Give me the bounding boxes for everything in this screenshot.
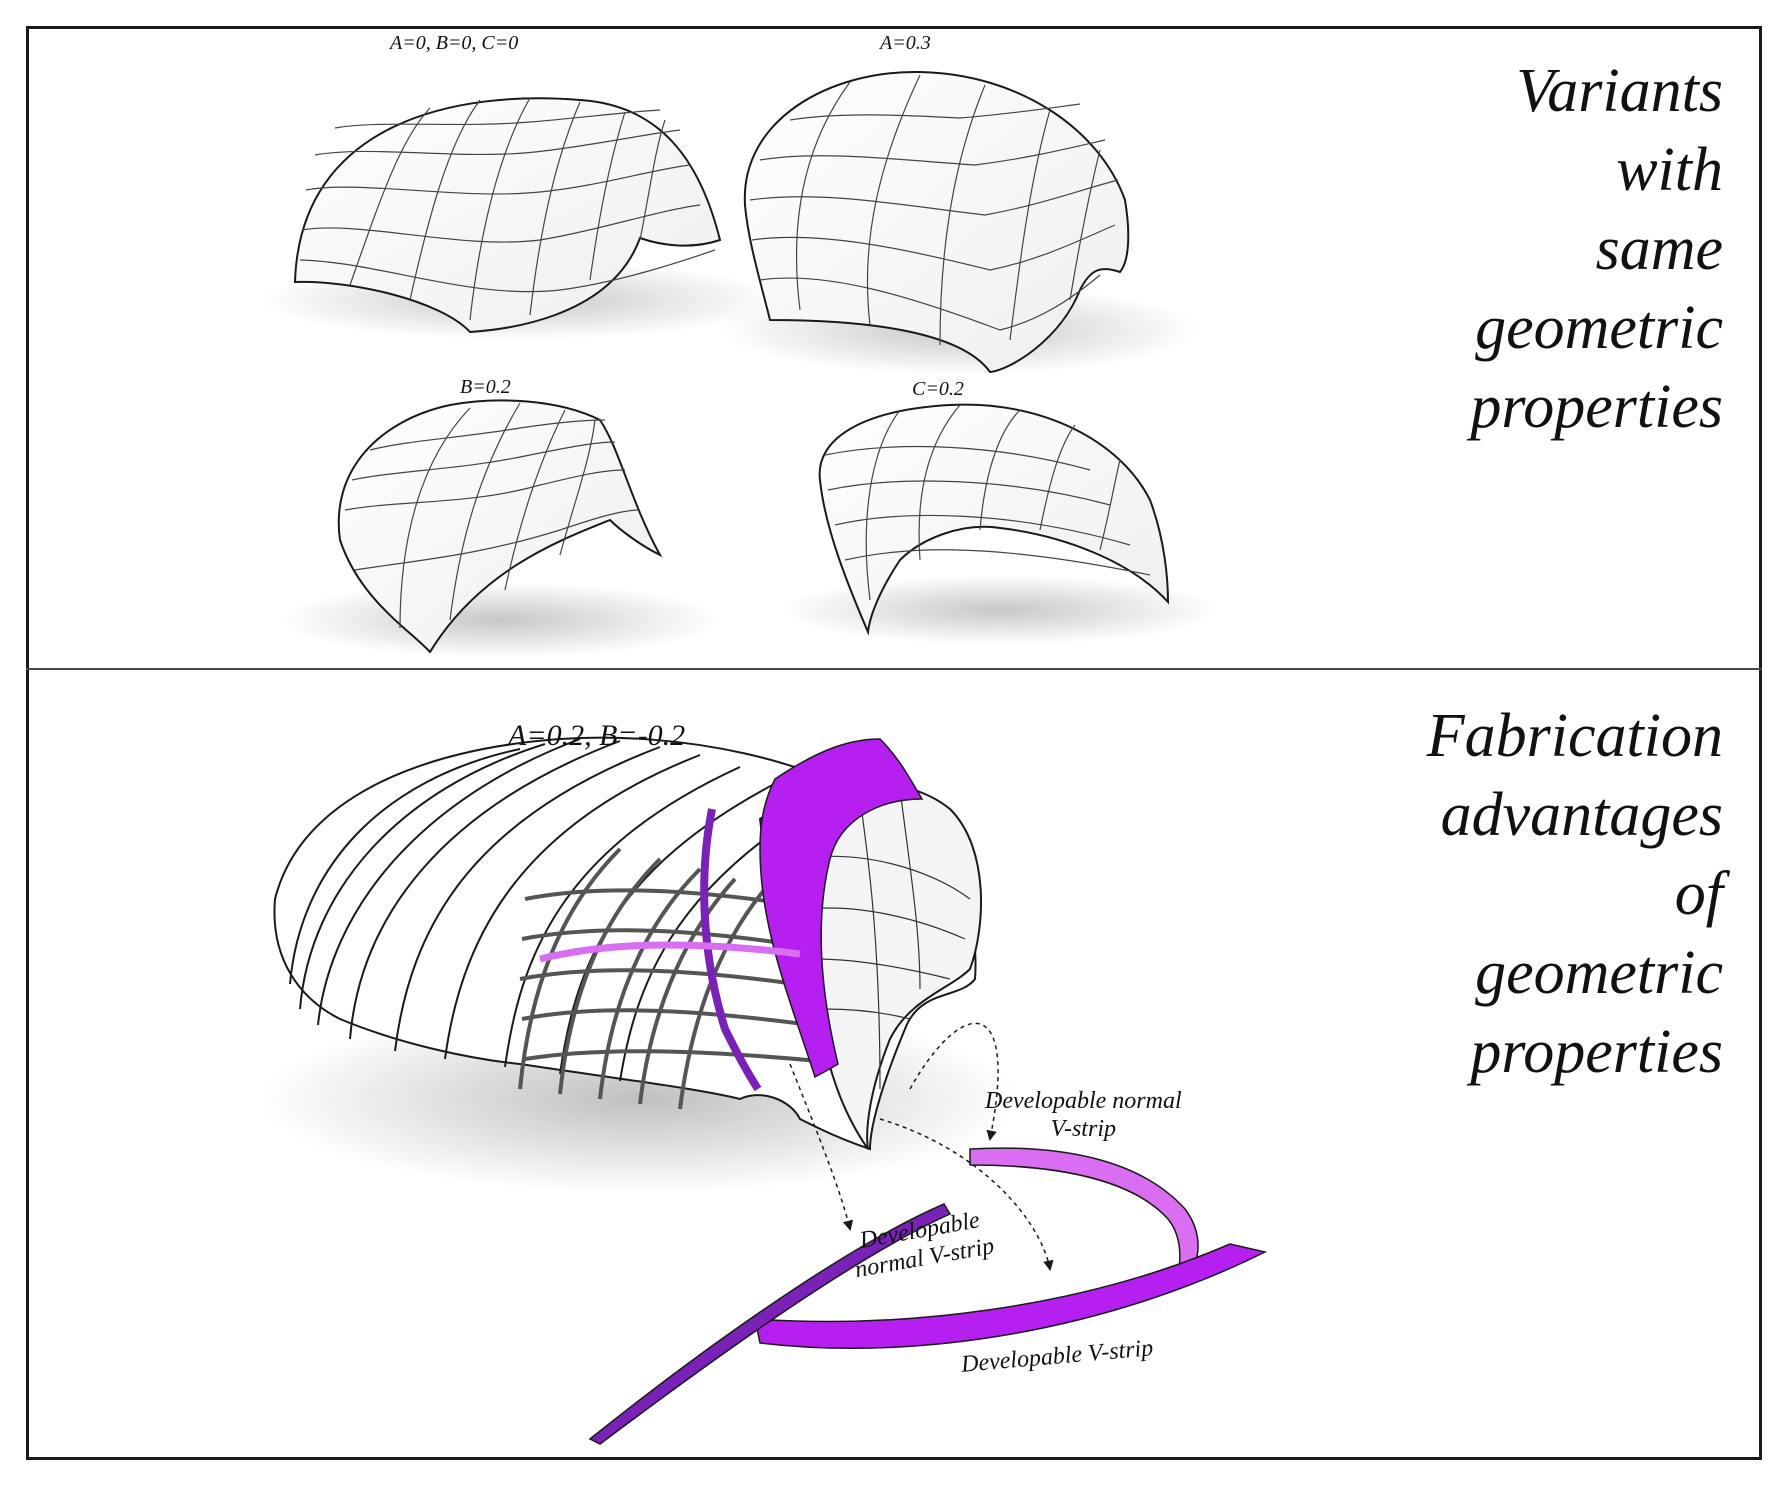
variant-label-c: C=0.2 — [912, 378, 964, 400]
shell-variant-base — [293, 97, 722, 334]
fabrication-panel: A=0.2, B=-0.2 Developable normal V-strip… — [0, 669, 1787, 1459]
title-line: Variants — [1516, 57, 1723, 125]
variants-panel: A=0, B=0, C=0 A=0.3 B=0.2 C=0.2 Variants… — [0, 0, 1787, 668]
title-line: advantages — [1440, 781, 1723, 849]
panel-divider — [26, 668, 1762, 670]
title-line: geometric — [1475, 939, 1723, 1007]
title-line: of — [1674, 860, 1723, 928]
extracted-developable-v-strip — [754, 1243, 1268, 1349]
variant-label-b: B=0.2 — [460, 376, 511, 398]
extracted-normal-v-strip-left — [588, 1203, 952, 1445]
shell-variant-a — [743, 70, 1130, 374]
title-line: same — [1595, 215, 1723, 283]
model-label: A=0.2, B=-0.2 — [508, 719, 686, 752]
shell-variant-b — [337, 399, 663, 654]
normal-v-strip-on-model-right — [539, 941, 801, 963]
annotation-line: V-strip — [1050, 1116, 1116, 1142]
shell-ribs — [289, 738, 826, 1082]
lattice-grid — [518, 847, 851, 1110]
title-line: geometric — [1475, 294, 1723, 362]
title-line: with — [1616, 136, 1723, 204]
developable-v-strip-on-model — [759, 738, 924, 1079]
title-line: properties — [1470, 373, 1723, 441]
fabrication-title: Fabrication advantages of geometric prop… — [1427, 697, 1723, 1092]
title-line: properties — [1470, 1018, 1723, 1086]
variant-label-a: A=0.3 — [880, 32, 931, 54]
variant-label-base: A=0, B=0, C=0 — [390, 32, 519, 54]
fabrication-illustration — [260, 736, 1268, 1445]
figure-frame — [26, 26, 1762, 1460]
annotation-line: Developable normal — [985, 1088, 1182, 1114]
annotation-strip-right: Developable normal V-strip — [985, 1087, 1182, 1143]
extraction-arrows — [789, 1022, 1054, 1272]
shell-shadow — [280, 582, 720, 658]
shell-variant-c — [818, 403, 1170, 636]
variants-illustration — [260, 70, 1220, 658]
variants-title: Variants with same geometric properties — [1470, 52, 1723, 447]
extracted-normal-v-strip-right — [969, 1147, 1199, 1276]
shell-shadow — [780, 575, 1220, 645]
normal-v-strip-on-model-left — [700, 808, 762, 1092]
title-line: Fabrication — [1426, 702, 1723, 770]
